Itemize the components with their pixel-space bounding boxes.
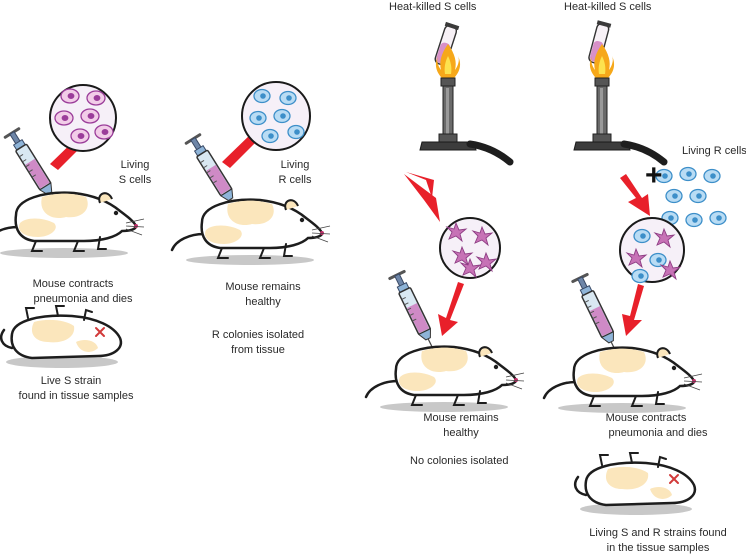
p2-finding-2: from tissue — [231, 344, 285, 356]
panel-4-group — [542, 19, 727, 517]
heat-killed-cells-circle — [439, 217, 501, 279]
p3-result-1: Mouse remains — [423, 412, 499, 424]
p2-finding: R colonies isolated from tissue — [198, 328, 318, 358]
p1-result-2: pneumonia and dies — [33, 293, 133, 305]
living-s-cells-circle — [49, 84, 117, 152]
mouse-icon — [364, 345, 526, 414]
p2-circle-label: Living R cells — [268, 158, 322, 188]
mouse-icon — [0, 191, 146, 260]
p4-result-1: Mouse contracts — [605, 412, 687, 424]
p2-result: Mouse remains healthy — [208, 280, 318, 310]
panel-3-arrow-top — [406, 172, 434, 198]
mixed-cells-circle — [619, 217, 685, 284]
panel-1-group — [0, 84, 146, 370]
mouse-icon — [542, 346, 704, 415]
dead-mouse-icon — [573, 451, 697, 517]
living-r-cells-circle — [241, 81, 311, 151]
panel-4-arrow-bottom — [622, 284, 644, 336]
panel-2-group — [170, 81, 332, 267]
p1-result: Mouse contracts pneumonia and dies — [10, 277, 146, 307]
p2-result-2: healthy — [245, 296, 281, 308]
bunsen-burner-icon — [420, 44, 510, 162]
p4-finding: Living S and R strains found in the tiss… — [574, 526, 742, 556]
p1-circle-label-1: Living — [120, 159, 150, 171]
panel-4-arrow-top — [620, 174, 650, 216]
p3-result-2: healthy — [443, 427, 479, 439]
p1-finding-2: found in tissue samples — [18, 390, 134, 402]
p4-finding-2: in the tissue samples — [606, 542, 710, 554]
p2-circle-label-2: R cells — [278, 174, 312, 186]
p2-result-1: Mouse remains — [225, 281, 301, 293]
panel-3-arrow-top-shaft — [404, 174, 440, 222]
p4-result-2: pneumonia and dies — [608, 427, 708, 439]
p1-circle-label: Living S cells — [104, 158, 166, 188]
p1-finding: Live S strain found in tissue samples — [8, 374, 144, 404]
p1-finding-1: Live S strain — [40, 375, 102, 387]
p1-circle-label-2: S cells — [118, 174, 152, 186]
p3-result: Mouse remains healthy — [406, 411, 516, 441]
dead-mouse-icon — [0, 304, 123, 370]
p4-result: Mouse contracts pneumonia and dies — [586, 411, 716, 441]
p4-finding-1: Living S and R strains found — [589, 527, 727, 539]
living-r-cells-cluster — [655, 166, 727, 228]
plus-icon: + — [645, 159, 663, 192]
panel-3-arrow-bottom — [438, 282, 464, 336]
p4-living-r-label: Living R cells — [682, 145, 746, 157]
mouse-icon — [170, 198, 332, 267]
p2-finding-1: R colonies isolated — [211, 329, 305, 341]
p4-heat-label: Heat-killed S cells — [564, 1, 652, 13]
bunsen-burner-icon — [574, 44, 664, 162]
panel-3-group — [364, 21, 526, 414]
p1-result-1: Mouse contracts — [32, 278, 114, 290]
p2-circle-label-1: Living — [280, 159, 310, 171]
p3-heat-label: Heat-killed S cells — [389, 1, 477, 13]
p3-finding: No colonies isolated — [410, 455, 509, 467]
